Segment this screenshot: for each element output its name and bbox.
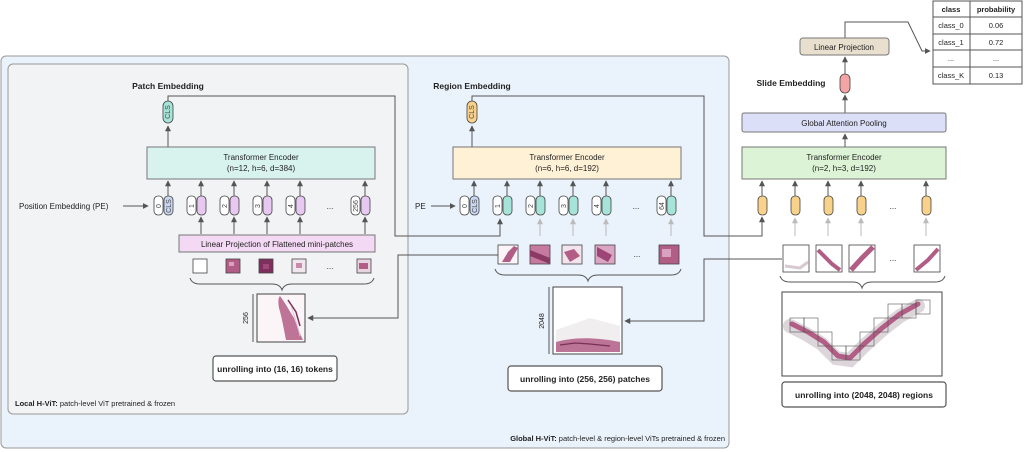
class-probability-table: class probability class_0 0.06 class_1 0… — [932, 0, 1023, 85]
mini-patch-ellipsis: ... — [327, 262, 334, 271]
region-token-4: 4 — [591, 195, 612, 216]
global-hvit-caption-rest: patch-level & region-level ViTs pretrain… — [557, 434, 725, 443]
table-cell-r1-c1: 0.72 — [989, 38, 1004, 47]
region-token-0: 0 CLS — [459, 195, 480, 216]
table-cell-r3-c0: class_K — [938, 71, 964, 80]
patch-token-4: 4 — [285, 195, 306, 216]
global-attention-pooling-label: Global Attention Pooling — [801, 119, 886, 128]
mini-patches: ... — [192, 258, 372, 274]
table-cell-r0-c0: class_0 — [938, 21, 963, 30]
patch-pe-label: Position Embedding (PE) — [19, 202, 109, 211]
slide-token-arrows — [759, 180, 929, 236]
region-patch-ellipsis: ... — [634, 250, 641, 259]
table-cell-r3-c1: 0.13 — [989, 71, 1004, 80]
table-cell-r2-c1: ... — [993, 54, 999, 63]
patch-transformer-encoder — [146, 146, 376, 180]
slide-embedding-title: Slide Embedding — [757, 78, 826, 88]
patch-token-0-label: 0 — [156, 204, 163, 208]
patch-token-4-label: 4 — [288, 204, 295, 208]
patch-embedding-title: Patch Embedding — [132, 81, 204, 91]
patch-unroll-label: unrolling into (16, 16) tokens — [217, 364, 333, 374]
patch-encoder-params: (n=12, h=6, d=384) — [227, 164, 296, 173]
region-transformer-encoder — [452, 146, 682, 180]
region-token-64: 64 — [656, 195, 677, 216]
local-hvit-caption-bold: Local H-ViT: — [15, 399, 58, 408]
table-cell-r1-c0: class_1 — [938, 38, 963, 47]
region-patch-thumbnails: ... — [497, 244, 680, 265]
slide-encoder-params: (n=2, h=3, d=192) — [812, 164, 876, 173]
patch-cls-output-label: CLS — [165, 105, 172, 119]
region-token-3-label: 3 — [561, 204, 568, 208]
patch-cls-output: CLS — [162, 100, 174, 124]
region-token-ellipsis: ... — [633, 202, 640, 211]
region-unroll-label: unrolling into (256, 256) patches — [520, 374, 650, 384]
region-token-2: 2 — [525, 195, 546, 216]
slide-region-tokens — [757, 195, 932, 216]
patch-token-cls-label: CLS — [166, 199, 173, 213]
patch-encoder-title: Transformer Encoder — [223, 153, 299, 162]
patch-token-ellipsis: ... — [327, 202, 334, 211]
patch-token-3-label: 3 — [255, 204, 262, 208]
table-header-probability: probability — [977, 5, 1016, 14]
whole-slide-image — [781, 291, 943, 377]
region-token-3: 3 — [558, 195, 579, 216]
patch-linear-projection — [178, 234, 376, 253]
patch-token-256-label: 256 — [353, 200, 360, 212]
patch-token-1-label: 1 — [189, 204, 196, 208]
region-token-cls-label: CLS — [472, 199, 479, 213]
slide-unroll-box — [781, 381, 947, 408]
region-cls-output: CLS — [466, 100, 478, 124]
region-cls-output-label: CLS — [469, 105, 476, 119]
region-token-0-label: 0 — [462, 204, 469, 208]
region-encoder-params: (n=6, h=6, d=192) — [535, 164, 599, 173]
local-hvit-caption-rest: patch-level ViT pretrained & frozen — [58, 399, 175, 408]
global-hvit-caption-bold: Global H-ViT: — [510, 434, 557, 443]
table-cell-r2-c0: ... — [948, 54, 954, 63]
slide-encoder-title: Transformer Encoder — [806, 153, 882, 162]
region-token-arrows — [471, 180, 674, 236]
patch-token-arrows — [165, 180, 368, 234]
slide-region-thumbnails: ... — [782, 244, 941, 273]
patch-token-3: 3 — [252, 195, 273, 216]
slide-token-ellipsis: ... — [890, 202, 897, 211]
region-encoder-title: Transformer Encoder — [529, 153, 605, 162]
patch-token-1: 1 — [186, 195, 207, 216]
region-token-1-label: 1 — [495, 204, 502, 208]
patch-size-label: 256 — [243, 312, 250, 324]
patch-256-image — [256, 293, 306, 343]
table-header-class: class — [942, 5, 961, 14]
patch-token-256: 256 — [350, 195, 371, 216]
table-cell-r0-c1: 0.06 — [989, 21, 1004, 30]
region-token-2-label: 2 — [528, 204, 535, 208]
region-size-label: 2048 — [539, 313, 546, 329]
region-2048-image — [552, 286, 623, 355]
region-unroll-box — [507, 365, 663, 392]
global-hvit-caption: Global H-ViT: patch-level & region-level… — [510, 434, 725, 443]
slide-unroll-label: unrolling into (2048, 2048) regions — [795, 390, 933, 400]
patch-linear-projection-label: Linear Projection of Flattened mini-patc… — [201, 240, 353, 249]
region-token-1: 1 — [492, 195, 513, 216]
slide-transformer-encoder — [741, 146, 947, 180]
slide-thumb-ellipsis: ... — [890, 254, 897, 263]
patch-token-2: 2 — [219, 195, 240, 216]
slide-linear-projection-label: Linear Projection — [814, 43, 874, 52]
region-token-4-label: 4 — [594, 204, 601, 208]
region-token-64-label: 64 — [659, 202, 666, 210]
global-attention-pooling — [741, 112, 947, 133]
slide-embedding-token — [839, 73, 851, 94]
local-hvit-caption: Local H-ViT: patch-level ViT pretrained … — [15, 399, 175, 408]
patch-token-2-label: 2 — [222, 204, 229, 208]
region-pe-label: PE — [415, 202, 426, 211]
slide-linear-projection — [799, 37, 890, 56]
patch-token-0: 0 CLS — [153, 195, 174, 216]
region-embedding-title: Region Embedding — [433, 81, 510, 91]
patch-unroll-box — [212, 355, 338, 382]
